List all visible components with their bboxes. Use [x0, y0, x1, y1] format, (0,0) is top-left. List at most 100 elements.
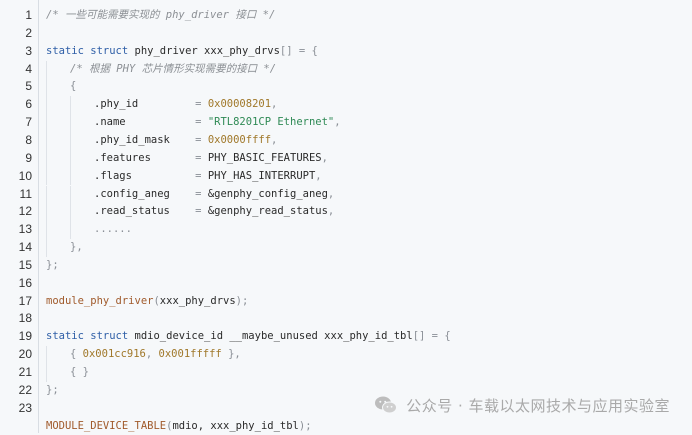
- code-text: .flags = PHY_HAS_INTERRUPT,: [94, 168, 322, 186]
- code-line: 9 .features = PHY_BASIC_FEATURES,: [0, 149, 692, 168]
- code-token: &genphy_config_aneg: [207, 187, 328, 200]
- indent-guide: [70, 114, 71, 132]
- indent-guide: [46, 221, 47, 239]
- code-token: =: [195, 98, 208, 111]
- code-token: { }: [70, 366, 89, 378]
- code-line: 15};: [0, 257, 692, 275]
- watermark: 公众号 · 车载以太网技术与应用实验室: [374, 393, 670, 417]
- code-line: MODULE_DEVICE_TABLE(mdio, xxx_phy_id_tbl…: [0, 418, 692, 435]
- code-line: 7.name = "RTL8201CP Ethernet",: [0, 114, 692, 132]
- code-token: ,: [334, 116, 341, 129]
- code-token: =: [195, 116, 208, 129]
- indent-guide: [46, 149, 47, 168]
- code-token: },: [70, 241, 83, 254]
- code-token: };: [46, 383, 59, 396]
- code-token: (: [153, 294, 160, 307]
- indent-guide: [46, 78, 47, 97]
- code-text: /* 一些可能需要实现的 phy_driver 接口 */: [46, 7, 275, 25]
- code-token: .features: [94, 151, 196, 164]
- indent-guide: [46, 167, 47, 186]
- line-number: 9: [25, 150, 32, 165]
- code-token: );: [235, 294, 249, 307]
- code-line: 19 static struct mdio_device_id __maybe_u…: [0, 328, 692, 346]
- code-token: = {: [298, 44, 318, 57]
- code-line: 10.flags = PHY_HAS_INTERRUPT,: [0, 167, 692, 186]
- indent-guide: [46, 346, 47, 364]
- code-token: ,: [315, 169, 322, 182]
- code-text: .read_status = &genphy_read_status,: [94, 203, 334, 221]
- code-token: &genphy_read_status: [207, 205, 328, 218]
- code-line: 2: [0, 25, 692, 43]
- line-number: 21: [18, 365, 32, 379]
- code-token: ,: [271, 133, 278, 146]
- code-token: ,: [327, 187, 335, 200]
- line-number: 15: [18, 257, 32, 272]
- code-token: PHY_HAS_INTERRUPT: [207, 169, 316, 182]
- code-token: ......: [94, 223, 132, 236]
- code-token: =: [195, 205, 208, 218]
- code-text: .features = PHY_BASIC_FEATURES,: [94, 150, 328, 168]
- line-number: 19: [18, 329, 32, 344]
- line-number: 6: [25, 97, 32, 112]
- code-token: };: [46, 258, 59, 271]
- line-number: 12: [18, 204, 32, 219]
- code-line: 22};: [0, 382, 692, 400]
- code-token: struct: [90, 44, 129, 57]
- code-line: 6.phy_id = 0x00008201,: [0, 96, 692, 115]
- indent-guide: [46, 203, 47, 222]
- code-token: struct: [90, 330, 129, 343]
- line-number: 17: [18, 293, 32, 308]
- code-token: /* 根据 PHY 芯片情形实现需要的接口 */: [70, 62, 277, 75]
- code-token: module_phy_driver: [46, 294, 154, 307]
- indent-guide: [46, 96, 47, 115]
- indent-guide: [46, 131, 47, 150]
- code-line: 12 .read_status = &genphy_read_status,: [0, 203, 692, 222]
- line-number: 22: [18, 382, 32, 397]
- indent-guide: [70, 96, 71, 115]
- code-token: static: [46, 330, 84, 343]
- code-line: 8.phy_id_mask = 0x0000ffff,: [0, 131, 692, 150]
- wechat-icon: [375, 396, 398, 414]
- indent-guide: [70, 149, 71, 168]
- code-token: 0x001fffff: [158, 348, 222, 361]
- line-number: 14: [18, 240, 32, 255]
- line-number: 23: [18, 400, 32, 415]
- code-token: {: [70, 80, 77, 93]
- code-text: };: [46, 257, 59, 275]
- code-token: "RTL8201CP Ethernet": [207, 116, 335, 129]
- indent-guide: [70, 131, 71, 150]
- code-token: 0x0000ffff: [207, 133, 272, 146]
- line-number: 8: [25, 132, 32, 147]
- code-token: /* 一些可能需要实现的 phy_driver 接口 */: [46, 9, 276, 21]
- code-line: 18: [0, 310, 692, 328]
- code-text: },: [70, 239, 83, 257]
- gutter-divider: [38, 0, 39, 433]
- code-line: 1/* 一些可能需要实现的 phy_driver 接口 */: [0, 7, 692, 25]
- code-line: 16: [0, 275, 692, 293]
- code-token: []: [412, 330, 426, 343]
- code-text: /* 根据 PHY 芯片情形实现需要的接口 */: [70, 61, 276, 79]
- code-line: 23: [0, 400, 692, 418]
- code-token: .read_status: [94, 205, 196, 218]
- code-token: mdio_device_id __maybe_unused xxx_phy_id…: [128, 330, 413, 343]
- code-line: 21 { }: [0, 364, 692, 382]
- indent-guide: [70, 185, 71, 204]
- indent-guide: [46, 114, 47, 132]
- code-text: };: [46, 382, 59, 400]
- line-number: 3: [25, 43, 32, 58]
- code-text: { }: [70, 364, 89, 382]
- code-token: ,: [145, 348, 159, 361]
- code-token: ,: [327, 205, 335, 218]
- code-token: PHY_BASIC_FEATURES: [207, 151, 322, 164]
- code-token: .phy_id_mask: [94, 133, 196, 146]
- line-number: 18: [18, 311, 32, 326]
- code-token: mdio, xxx_phy_id_tbl: [172, 419, 299, 432]
- line-number: 16: [18, 275, 32, 290]
- code-text: module_phy_driver(xxx_phy_drvs);: [46, 293, 248, 311]
- code-token: (: [166, 419, 173, 432]
- code-token: ,: [271, 98, 278, 111]
- code-line: 11.config_aneg = &genphy_config_aneg,: [0, 185, 692, 204]
- code-token: static: [46, 44, 84, 57]
